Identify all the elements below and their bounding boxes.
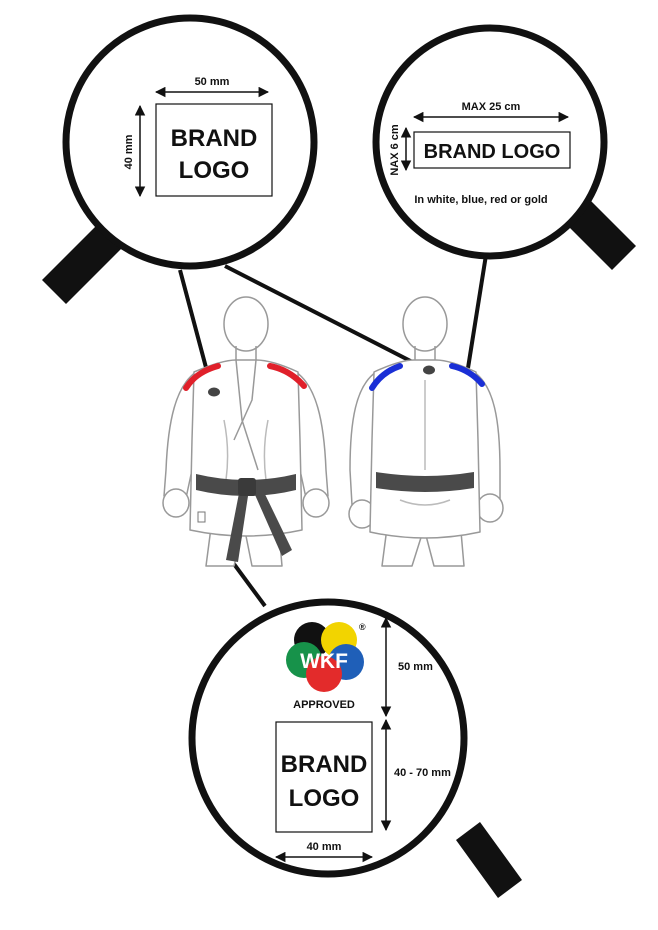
- hem-brand-logo-box: [275, 721, 373, 833]
- back-neck-logo-marker: [423, 365, 435, 375]
- back-shoulder-width-label: MAX 25 cm: [462, 101, 521, 113]
- back-shoulder-brand-logo-box: [413, 131, 571, 169]
- magnifier-hem: WKF ® APPROVED 50 mm BRAND LOGO 40 - 70 …: [188, 598, 522, 898]
- front-shoulder-logo-line2: LOGO: [179, 157, 250, 184]
- magnifier-front-shoulder: 50 mm 40 mm BRAND LOGO: [42, 14, 318, 304]
- back-belt: [376, 472, 474, 492]
- front-shoulder-logo-marker: [208, 387, 220, 397]
- front-jacket: [189, 359, 303, 537]
- hem-logo-line1: BRAND: [281, 751, 368, 778]
- hem-logo-marker: [197, 511, 206, 523]
- wkf-circle-red: [306, 656, 342, 692]
- brand-width-label: 40 mm: [307, 841, 342, 853]
- magnifier-front-shoulder-handle: [42, 218, 128, 304]
- brand-height-label: 40 - 70 mm: [394, 767, 451, 779]
- back-shoulder-color-note: In white, blue, red or gold: [414, 194, 547, 206]
- back-shoulder-height-label: NAX 6 cm: [389, 124, 401, 176]
- front-left-shoulder-stripe: [183, 363, 221, 391]
- wkf-approved-label: APPROVED: [293, 699, 355, 711]
- front-belt: [196, 474, 296, 562]
- wkf-height-label: 50 mm: [398, 661, 433, 673]
- front-right-shoulder-stripe: [267, 363, 307, 389]
- back-left-shoulder-stripe: [369, 363, 403, 391]
- front-shoulder-logo-line1: BRAND: [171, 125, 258, 152]
- back-head: [402, 296, 448, 352]
- connector-back-neck: [224, 264, 429, 372]
- wkf-logo: WKF ® APPROVED: [286, 622, 366, 711]
- front-shoulder-height-label: 40 mm: [123, 134, 135, 169]
- wkf-registered-mark: ®: [359, 622, 366, 632]
- back-karateka-figure: [348, 296, 504, 567]
- magnifier-back-shoulder: MAX 25 cm NAX 6 cm BRAND LOGO In white, …: [372, 24, 636, 270]
- wkf-logo-text: WKF: [300, 650, 348, 673]
- front-shoulder-brand-logo-box: [155, 103, 273, 197]
- front-karateka-figure: [162, 296, 330, 567]
- magnifier-hem-handle: [456, 822, 522, 898]
- front-shoulder-width-label: 50 mm: [195, 76, 230, 88]
- back-right-shoulder-stripe: [449, 363, 485, 387]
- front-head: [223, 296, 269, 352]
- back-shoulder-logo-text: BRAND LOGO: [424, 141, 561, 163]
- hem-logo-line2: LOGO: [289, 785, 360, 812]
- connector-back-shoulder: [466, 254, 488, 369]
